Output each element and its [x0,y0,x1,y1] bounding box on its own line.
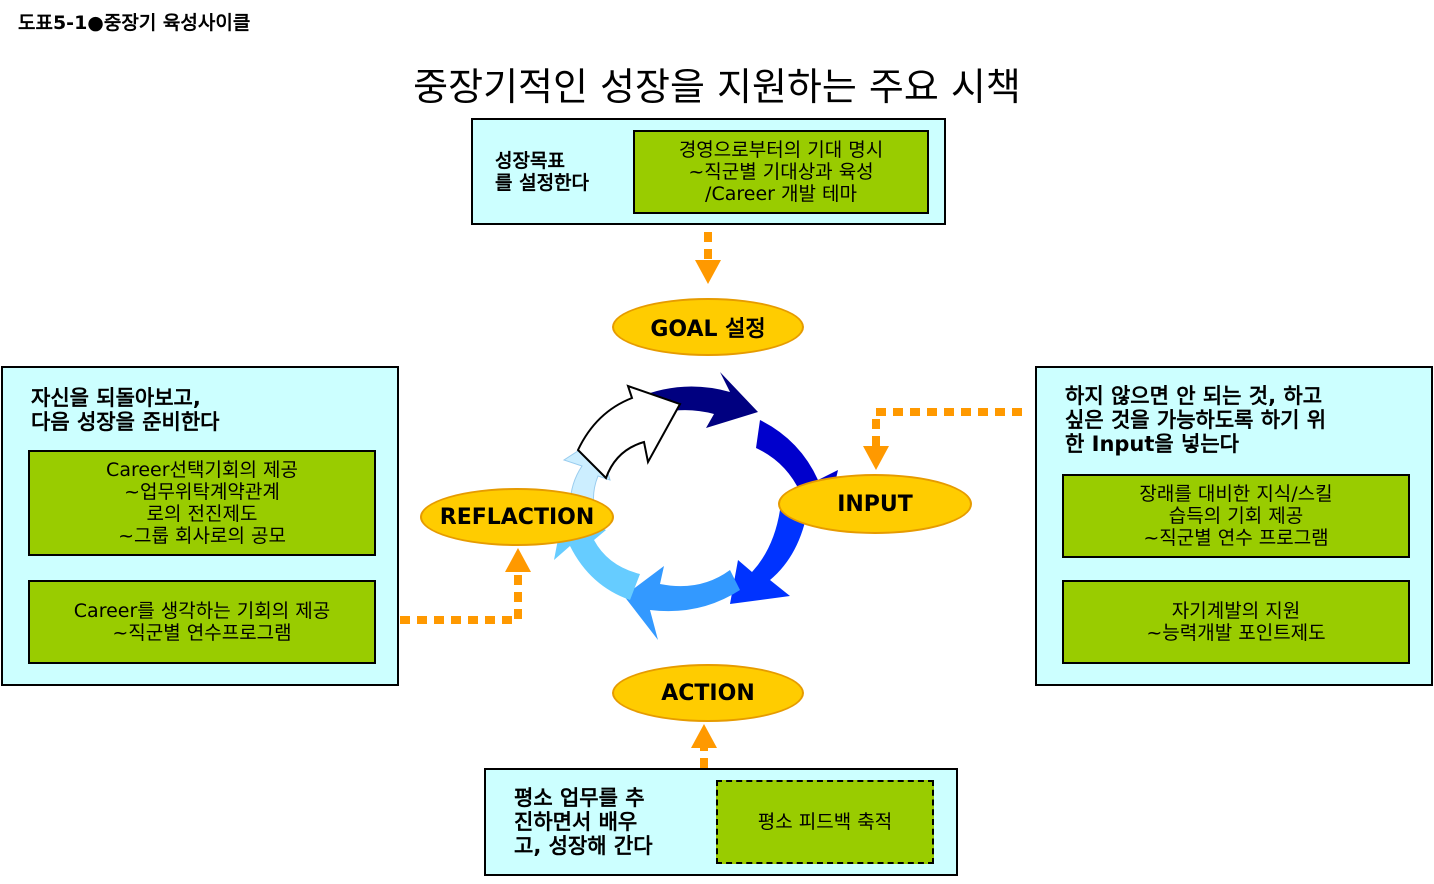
diagram-title: 중장기적인 성장을 지원하는 주요 시책 [413,65,1021,109]
input-panel-line: 한 Input을 넣는다 [1065,432,1240,456]
action-measure-box: 평소 피드백 축적 [716,780,934,864]
reflaction-measure-line: ~그룹 회사로의 공모 [118,525,286,547]
reflaction-measure-line: 로의 전진제도 [146,503,258,525]
reflaction-measure-line: Career를 생각하는 기회의 제공 [73,600,331,622]
input-measure-box-1: 장래를 대비한 지식/스킬 습득의 기회 제공 ~직군별 연수 프로그램 [1062,474,1410,558]
input-measure-line: ~능력개발 포인트제도 [1146,622,1326,644]
goal-ellipse: GOAL 설정 [612,298,804,356]
reflaction-ellipse: REFLACTION [420,488,614,546]
input-measure-line: 자기계발의 지원 [1171,600,1301,622]
connector-action-arrowhead [691,724,717,748]
cycle-arrows [554,372,838,640]
reflaction-panel-line: 다음 성장을 준비한다 [31,410,220,434]
reflaction-panel-line: 자신을 되돌아보고, [31,386,201,410]
reflaction-panel: 자신을 되돌아보고, 다음 성장을 준비한다 Career선택기회의 제공 ~업… [1,366,399,686]
input-measure-line: ~직군별 연수 프로그램 [1143,527,1329,549]
cycle-arrow-top [632,372,758,428]
input-panel-line: 하지 않으면 안 되는 것, 하고 [1065,384,1323,408]
connector-reflaction-arrowhead [505,548,531,572]
input-measure-box-2: 자기계발의 지원 ~능력개발 포인트제도 [1062,580,1410,664]
figure-label: 도표5-1●중장기 육성사이클 [18,12,251,34]
connector-reflaction [400,570,522,624]
action-panel-text: 평소 업무를 추 진하면서 배우 고, 성장해 간다 [514,786,653,858]
input-measure-line: 습득의 기회 제공 [1168,505,1304,527]
reflaction-measure-line: ~업무위탁계약관계 [124,481,280,503]
goal-measure-line: 경영으로부터의 기대 명시 [678,139,884,161]
input-measure-line: 장래를 대비한 지식/스킬 [1139,483,1333,505]
input-panel: 하지 않으면 안 되는 것, 하고 싶은 것을 가능하도록 하기 위 한 Inp… [1035,366,1433,686]
goal-panel-line: 를 설정한다 [495,172,590,194]
goal-measure-box: 경영으로부터의 기대 명시 ~직군별 기대상과 육성 /Career 개발 테마 [633,130,929,214]
reflaction-measure-box-1: Career선택기회의 제공 ~업무위탁계약관계 로의 전진제도 ~그룹 회사로… [28,450,376,556]
cycle-arrow-white [576,384,682,480]
reflaction-panel-text: 자신을 되돌아보고, 다음 성장을 준비한다 [31,386,220,434]
reflaction-measure-box-2: Career를 생각하는 기회의 제공 ~직군별 연수프로그램 [28,580,376,664]
cycle-arrow-bottom-right [624,566,740,640]
action-panel: 평소 업무를 추 진하면서 배우 고, 성장해 간다 평소 피드백 축적 [484,768,958,876]
connector-input [872,408,1022,446]
input-ellipse: INPUT [778,474,972,534]
goal-panel-text: 성장목표 를 설정한다 [495,150,589,194]
connector-input-arrowhead [863,446,889,470]
action-ellipse: ACTION [612,664,804,722]
input-panel-text: 하지 않으면 안 되는 것, 하고 싶은 것을 가능하도록 하기 위 한 Inp… [1065,384,1326,456]
input-panel-line: 싶은 것을 가능하도록 하기 위 [1065,408,1327,432]
goal-measure-line: ~직군별 기대상과 육성 [688,161,874,183]
goal-measure-line: /Career 개발 테마 [705,183,857,205]
action-panel-line: 진하면서 배우 [514,810,638,834]
action-panel-line: 고, 성장해 간다 [514,834,653,858]
goal-panel: 성장목표 를 설정한다 경영으로부터의 기대 명시 ~직군별 기대상과 육성 /… [471,118,946,225]
goal-panel-line: 성장목표 [495,150,565,172]
reflaction-measure-line: ~직군별 연수프로그램 [112,622,292,644]
action-panel-line: 평소 업무를 추 [514,786,645,810]
connector-goal-arrowhead [695,260,721,284]
cycle-arrow-right-lower [730,508,808,604]
action-measure-line: 평소 피드백 축적 [757,811,893,833]
reflaction-measure-line: Career선택기회의 제공 [106,459,298,481]
